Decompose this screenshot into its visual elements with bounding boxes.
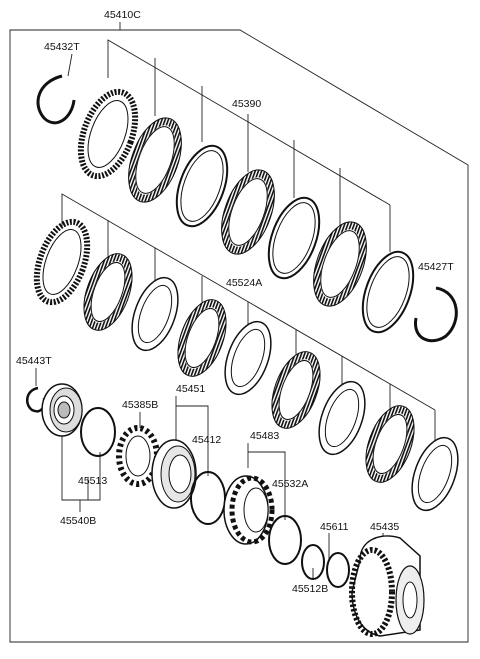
- seal-45412: [190, 471, 226, 525]
- label-45390: 45390: [232, 98, 261, 110]
- lower-friction-disc-1: [33, 218, 91, 306]
- label-45451: 45451: [176, 383, 205, 395]
- lower-friction-disc-2: [83, 253, 133, 331]
- upper-clutch-pack: [77, 88, 415, 334]
- label-45540B: 45540B: [60, 515, 96, 527]
- label-45435: 45435: [370, 521, 399, 533]
- drum-45435: [349, 535, 425, 637]
- steel-plate-1: [175, 144, 229, 228]
- label-45432T: 45432T: [44, 41, 80, 53]
- friction-disc-3: [221, 169, 275, 255]
- lower-steel-plate-3: [318, 380, 366, 456]
- lower-steel-plate-1: [131, 276, 179, 352]
- lower-steel-plate-4: [411, 436, 459, 512]
- seal-45512B: [301, 544, 325, 580]
- hub-45483: [223, 475, 275, 545]
- seal-45513: [80, 407, 116, 457]
- lower-friction-disc-3: [177, 299, 227, 377]
- label-45512B: 45512B: [292, 583, 328, 595]
- piston-45540B: [41, 383, 83, 437]
- snap-ring-45432T: [36, 74, 76, 125]
- friction-disc-1: [77, 88, 139, 180]
- lower-friction-disc-4: [271, 351, 321, 429]
- seal-45532A: [268, 515, 302, 565]
- label-45524A: 45524A: [226, 277, 262, 289]
- label-45513: 45513: [78, 475, 107, 487]
- part-labels: 45410C 45432T 45390 45524A 45427T 45443T…: [16, 9, 454, 595]
- label-45427T: 45427T: [418, 261, 454, 273]
- label-45410C: 45410C: [104, 9, 141, 21]
- lower-clutch-pack: [33, 218, 459, 512]
- seal-45611: [326, 552, 350, 588]
- label-45532A: 45532A: [272, 478, 308, 490]
- label-45483: 45483: [250, 430, 279, 442]
- piston-45451: [151, 439, 197, 509]
- label-45385B: 45385B: [122, 399, 158, 411]
- lower-steel-plate-2: [224, 320, 272, 396]
- label-45443T: 45443T: [16, 355, 52, 367]
- assembly-outline: [9, 29, 469, 643]
- label-45611: 45611: [320, 521, 349, 533]
- steel-plate-2: [267, 196, 321, 280]
- friction-disc-2: [128, 117, 182, 203]
- snap-ring-45427T: [414, 286, 458, 342]
- lower-friction-disc-5: [365, 405, 415, 483]
- steel-plate-3: [361, 250, 415, 334]
- friction-disc-4: [313, 221, 367, 307]
- label-45412: 45412: [192, 434, 221, 446]
